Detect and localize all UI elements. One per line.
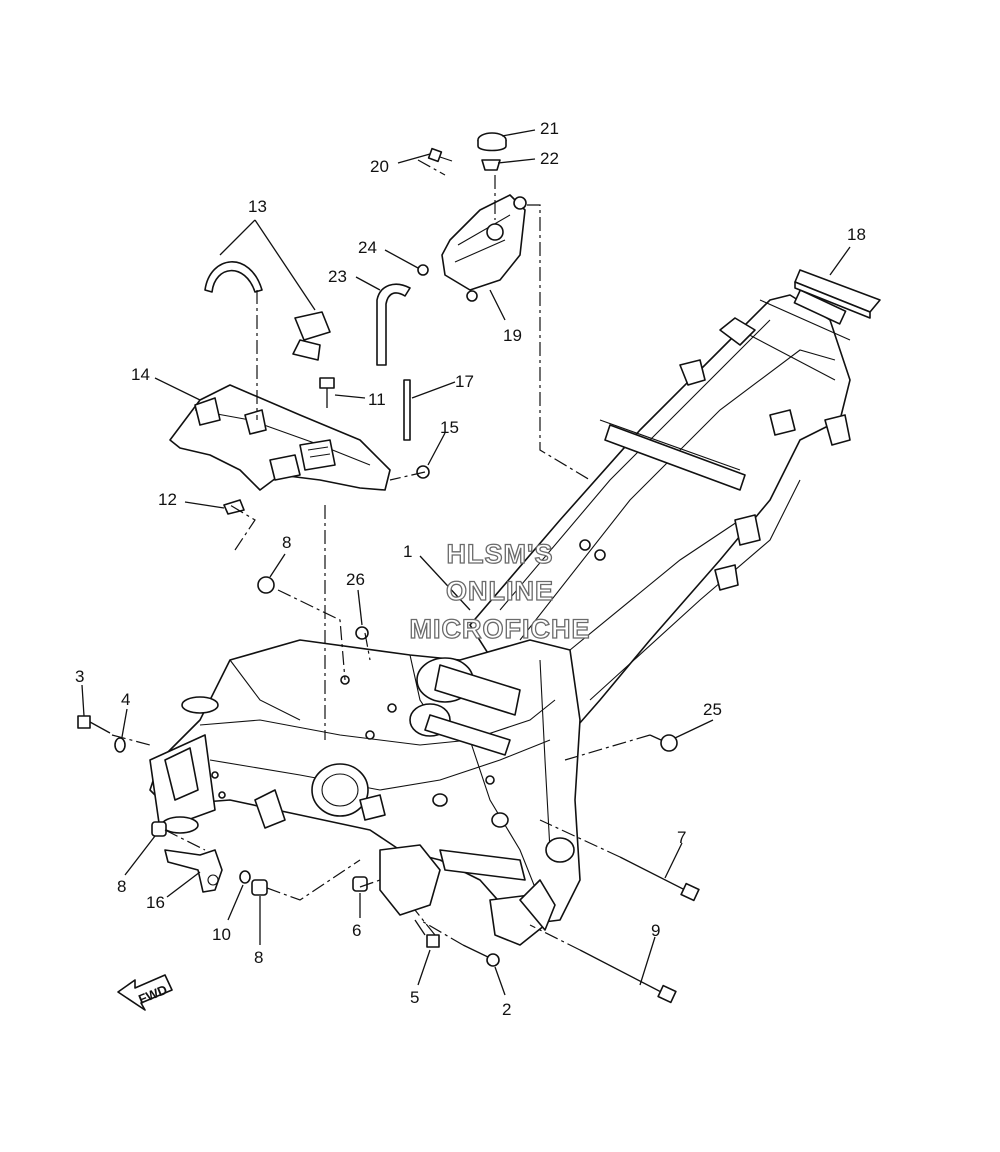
label-part-13: 13 [248, 197, 267, 216]
label-part-21: 21 [540, 119, 559, 138]
label-part-12: 12 [158, 490, 177, 509]
label-part-26: 26 [346, 570, 365, 589]
label-part-9: 9 [651, 921, 660, 940]
watermark-line-2: ONLINE [446, 576, 554, 606]
main-frame [149, 289, 851, 946]
part-labels: 1 2 3 4 5 6 7 8 8 8 9 10 11 12 13 14 15 … [75, 119, 866, 1019]
label-part-23: 23 [328, 267, 347, 286]
reservoir-tank [441, 194, 527, 302]
assembly-lines [111, 159, 651, 951]
leader-lines [81, 129, 851, 996]
label-part-8-left: 8 [117, 877, 126, 896]
label-part-6: 6 [352, 921, 361, 940]
label-part-18: 18 [847, 225, 866, 244]
label-part-22: 22 [540, 149, 559, 168]
label-part-8-bottom: 8 [254, 948, 263, 967]
label-part-2: 2 [502, 1000, 511, 1019]
label-part-19: 19 [503, 326, 522, 345]
label-part-8-top: 8 [282, 533, 291, 552]
label-part-1: 1 [403, 542, 412, 561]
label-part-5: 5 [410, 988, 419, 1007]
forward-arrow-icon: FWD [117, 974, 173, 1011]
label-part-14: 14 [131, 365, 150, 384]
label-part-11: 11 [368, 390, 386, 409]
label-part-25: 25 [703, 700, 722, 719]
fasteners [77, 132, 881, 1004]
label-part-20: 20 [370, 157, 389, 176]
watermark: HLSM'S ONLINE MICROFICHE [409, 538, 591, 644]
strap-part-13 [204, 261, 331, 361]
label-part-17: 17 [455, 372, 474, 391]
label-part-10: 10 [212, 925, 231, 944]
label-part-7: 7 [677, 828, 686, 847]
watermark-line-1: HLSM'S [447, 539, 554, 569]
label-part-24: 24 [358, 238, 377, 257]
watermark-line-3: MICROFICHE [410, 614, 591, 644]
label-part-3: 3 [75, 667, 84, 686]
label-part-15: 15 [440, 418, 459, 437]
label-part-16: 16 [146, 893, 165, 912]
label-part-4: 4 [121, 690, 130, 709]
electrical-bracket-assembly [169, 384, 391, 491]
